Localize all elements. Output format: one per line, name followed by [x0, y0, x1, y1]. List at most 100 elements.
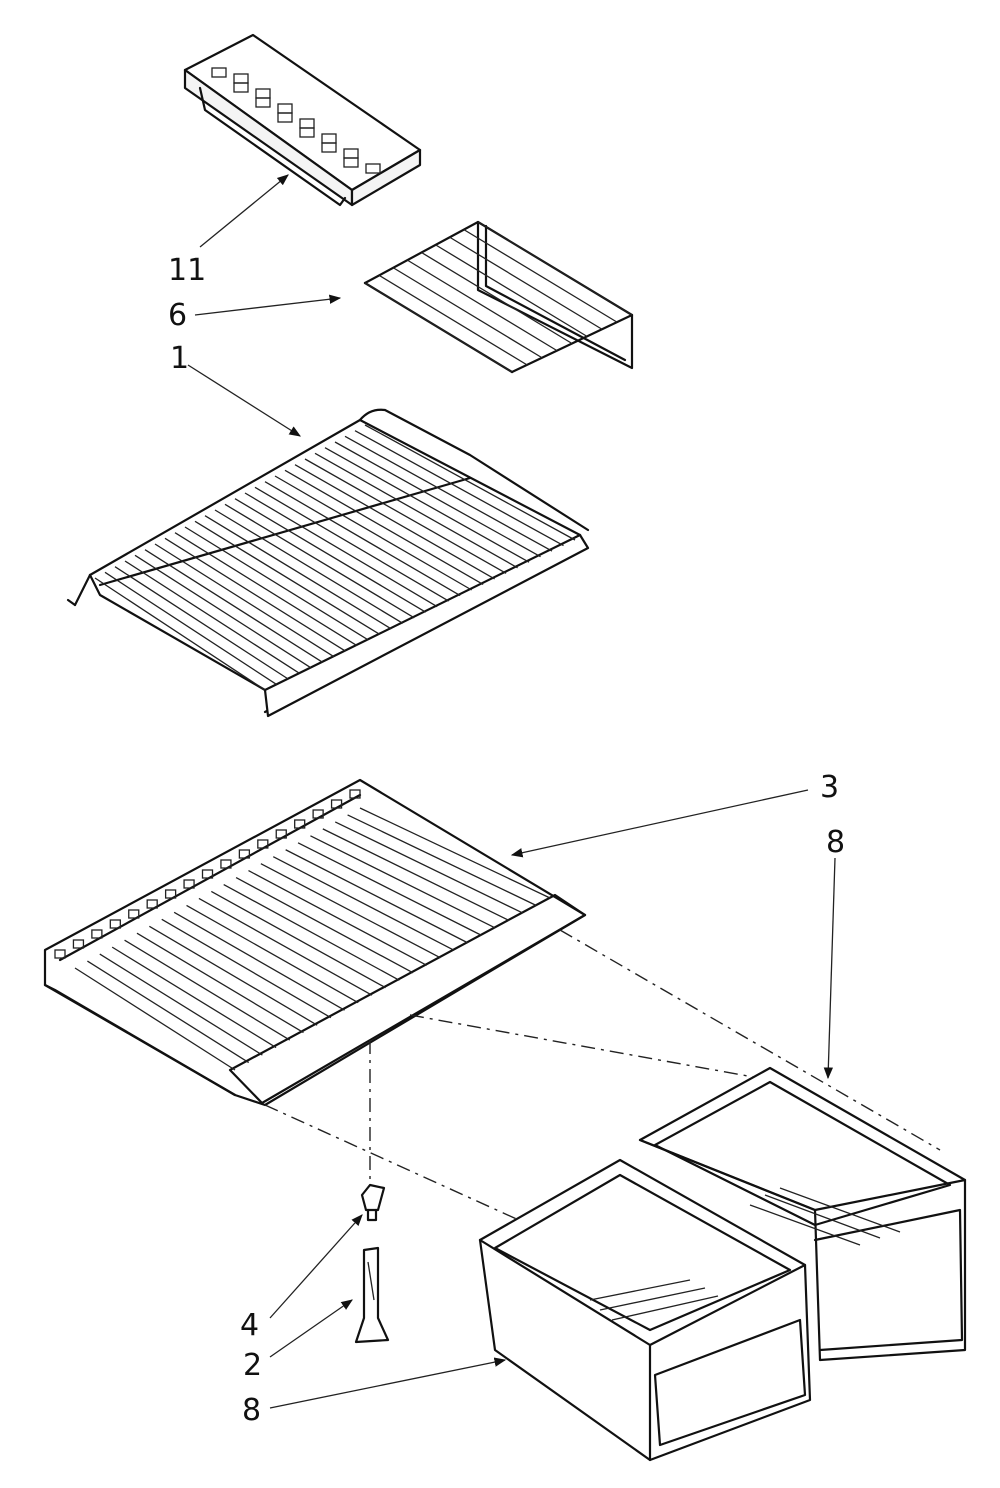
- shelf-bar: [294, 464, 495, 580]
- cover-bar: [87, 960, 250, 1064]
- tray-cell: [321, 142, 337, 153]
- cover-bar: [161, 918, 332, 1019]
- shelf-bar: [114, 566, 289, 680]
- cover-bar: [359, 807, 551, 899]
- shelf-bar: [224, 503, 415, 619]
- cover-slot: [349, 789, 361, 799]
- cover-bar: [248, 870, 428, 966]
- shelf-bar: [254, 486, 450, 602]
- crisper-drawer-right-icon: [638, 1066, 967, 1362]
- cover-slot: [183, 879, 195, 889]
- callout-6: 6: [168, 298, 187, 333]
- cover-bar: [272, 856, 455, 951]
- cover-bar: [235, 876, 414, 974]
- tray-cell: [233, 82, 249, 93]
- cover-bar: [111, 946, 277, 1049]
- cover-slot: [164, 889, 177, 899]
- cover-slot: [128, 909, 140, 919]
- cover-slot: [294, 819, 306, 829]
- shelf-bar: [378, 274, 528, 366]
- crisper-cover-shelf-icon: [43, 778, 587, 1107]
- cover-bar: [322, 828, 510, 922]
- tray-cell: [277, 112, 293, 123]
- shelf-bar: [334, 441, 541, 558]
- shelf-bar: [244, 492, 438, 608]
- cover-bar: [149, 925, 318, 1026]
- cover-slot: [238, 849, 251, 859]
- cover-bar: [334, 821, 523, 914]
- shelf-bar: [154, 543, 335, 658]
- cover-slot: [330, 799, 343, 809]
- cover-bar: [297, 842, 482, 936]
- shelf-bar: [184, 526, 369, 641]
- callout-2: 2: [243, 1348, 262, 1383]
- shelf-bar: [94, 577, 266, 691]
- support-cap-icon: [360, 1183, 386, 1222]
- support-post-icon: [354, 1246, 390, 1344]
- shelf-bar: [234, 498, 427, 613]
- callout-8-right: 8: [826, 825, 845, 860]
- shelf-bar: [104, 571, 277, 685]
- cover-slot: [72, 939, 85, 949]
- callout-8-bottom: 8: [242, 1393, 261, 1428]
- cover-bar: [347, 814, 537, 907]
- cover-bar: [310, 835, 496, 929]
- cover-bar: [210, 890, 386, 989]
- callout-4: 4: [240, 1308, 259, 1343]
- shelf-bar: [284, 469, 484, 586]
- tray-cell: [343, 157, 359, 168]
- cover-bar: [99, 953, 263, 1056]
- shelf-bar: [164, 537, 346, 652]
- shelf-bar: [364, 282, 513, 373]
- shelf-bar: [214, 509, 404, 624]
- shelf-bar: [364, 424, 576, 541]
- cover-slot: [257, 839, 269, 849]
- wire-shelf-icon: [66, 408, 590, 718]
- shelf-bar: [392, 267, 543, 359]
- shelf-bar: [477, 221, 633, 316]
- tray-cell: [211, 67, 227, 78]
- callout-1: 1: [170, 341, 189, 376]
- cover-slot: [275, 829, 287, 839]
- cover-bar: [198, 897, 373, 996]
- cover-slot: [220, 859, 232, 869]
- callout-3: 3: [820, 770, 839, 805]
- tray-cell: [365, 163, 381, 174]
- tray-cell: [255, 97, 271, 108]
- shelf-bar: [194, 520, 381, 635]
- shelf-bar: [407, 259, 558, 352]
- cover-bar: [74, 967, 236, 1071]
- shelf-bar: [421, 251, 573, 345]
- cover-slot: [201, 869, 214, 879]
- shelf-bar: [134, 554, 312, 669]
- shelf-bar: [174, 532, 358, 647]
- shelf-bar: [463, 229, 618, 323]
- callout-11: 11: [168, 253, 206, 288]
- shelf-bar: [144, 549, 323, 663]
- shelf-bar: [354, 430, 564, 547]
- leader-arrows: [187, 174, 836, 1409]
- cover-slot: [54, 949, 66, 959]
- cover-bar: [124, 939, 291, 1041]
- shelf-bar: [449, 236, 603, 330]
- cover-slot: [91, 929, 103, 939]
- cover-bar: [136, 932, 304, 1034]
- tray-cell: [299, 127, 315, 138]
- cover-slot: [312, 809, 324, 819]
- cover-slot: [146, 899, 158, 909]
- shelf-bar: [204, 515, 392, 630]
- cover-bar: [173, 911, 345, 1011]
- shelf-bar: [304, 458, 507, 574]
- shelf-bar: [314, 452, 518, 569]
- shelf-bar: [124, 560, 300, 674]
- ice-cube-tray-icon: [183, 33, 422, 207]
- assembly-lines: [264, 929, 941, 1276]
- cover-slot: [109, 919, 121, 929]
- shelf-bar: [435, 244, 588, 337]
- cover-bar: [186, 904, 359, 1004]
- cover-bar: [260, 863, 441, 959]
- shelf-bar: [344, 435, 553, 552]
- small-wire-shelf-icon: [363, 220, 634, 374]
- cover-bar: [223, 883, 400, 981]
